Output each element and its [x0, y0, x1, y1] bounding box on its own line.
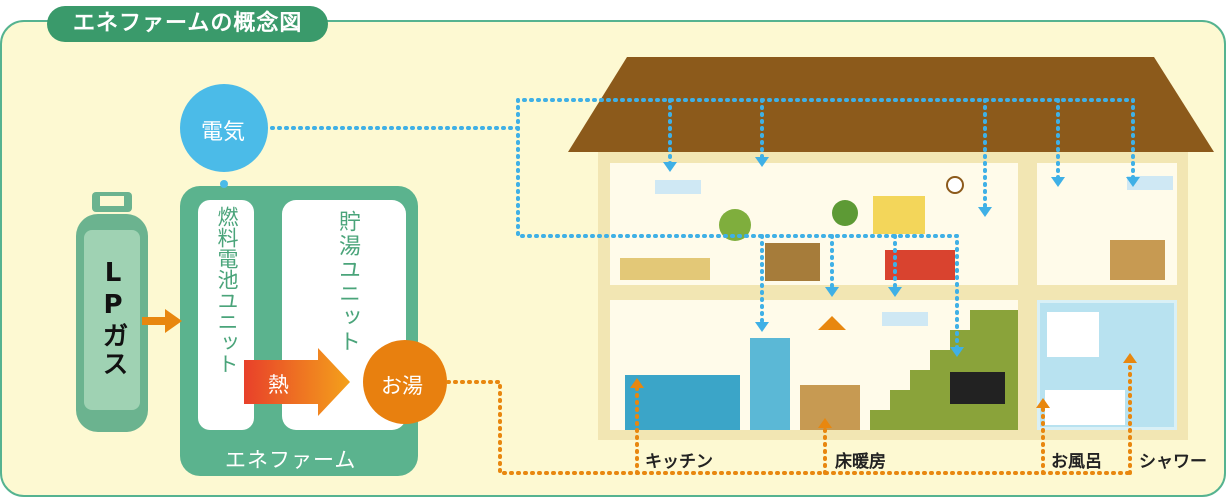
desk-right-icon: [1110, 240, 1165, 280]
air-conditioner-lower-icon: [882, 312, 928, 326]
lp-gas-label: LPガス: [98, 258, 128, 378]
lp-gas-cylinder-icon: [76, 192, 148, 432]
heat-label: 熱: [268, 373, 289, 397]
shelf-icon: [765, 243, 820, 281]
house: [568, 57, 1214, 440]
floor-heating-label: 床暖房: [835, 452, 886, 472]
fuel-to-electricity-dot: [220, 180, 228, 188]
enefarm-label: エネファーム: [225, 448, 357, 472]
hot-water-arrowheads: [630, 353, 1137, 428]
fridge-icon: [750, 338, 790, 430]
kitchen-label: キッチン: [645, 452, 713, 472]
fuel-cell-unit-label: 燃料電池ユニット: [215, 206, 239, 374]
shower-label: シャワー: [1139, 452, 1207, 472]
electricity-arrowheads: [663, 157, 1140, 357]
heat-arrow: [244, 348, 350, 416]
sofa-icon: [885, 250, 955, 280]
tv-icon: [950, 372, 1005, 404]
air-conditioner-icon: [655, 180, 701, 194]
bath-window-icon: [1047, 312, 1099, 357]
lamp-icon: [818, 316, 846, 330]
kitchen-counter-icon: [625, 375, 740, 430]
plant-upper-icon: [719, 209, 751, 241]
storage-unit-label: 貯湯ユニット: [335, 210, 360, 354]
clock-icon: [946, 176, 964, 194]
fuel-cell-unit-box: [198, 200, 254, 430]
plant-upper2-icon: [832, 200, 858, 226]
house-roof: [568, 57, 1214, 152]
table-icon: [800, 385, 860, 430]
bath-label: お風呂: [1051, 452, 1102, 472]
hot-water-circle: [363, 340, 447, 424]
bed-icon: [620, 258, 710, 280]
electricity-circle: [180, 84, 268, 172]
bathtub-icon: [1045, 390, 1125, 425]
page-title: エネファームの概念図: [47, 6, 329, 42]
air-conditioner-right-icon: [1127, 176, 1173, 190]
gas-arrow: [142, 309, 182, 333]
electricity-label: 電気: [201, 120, 246, 145]
hot-water-label: お湯: [381, 374, 423, 398]
electricity-lines: [270, 98, 1135, 352]
hot-water-lines: [446, 358, 1132, 475]
window-icon: [873, 196, 925, 234]
